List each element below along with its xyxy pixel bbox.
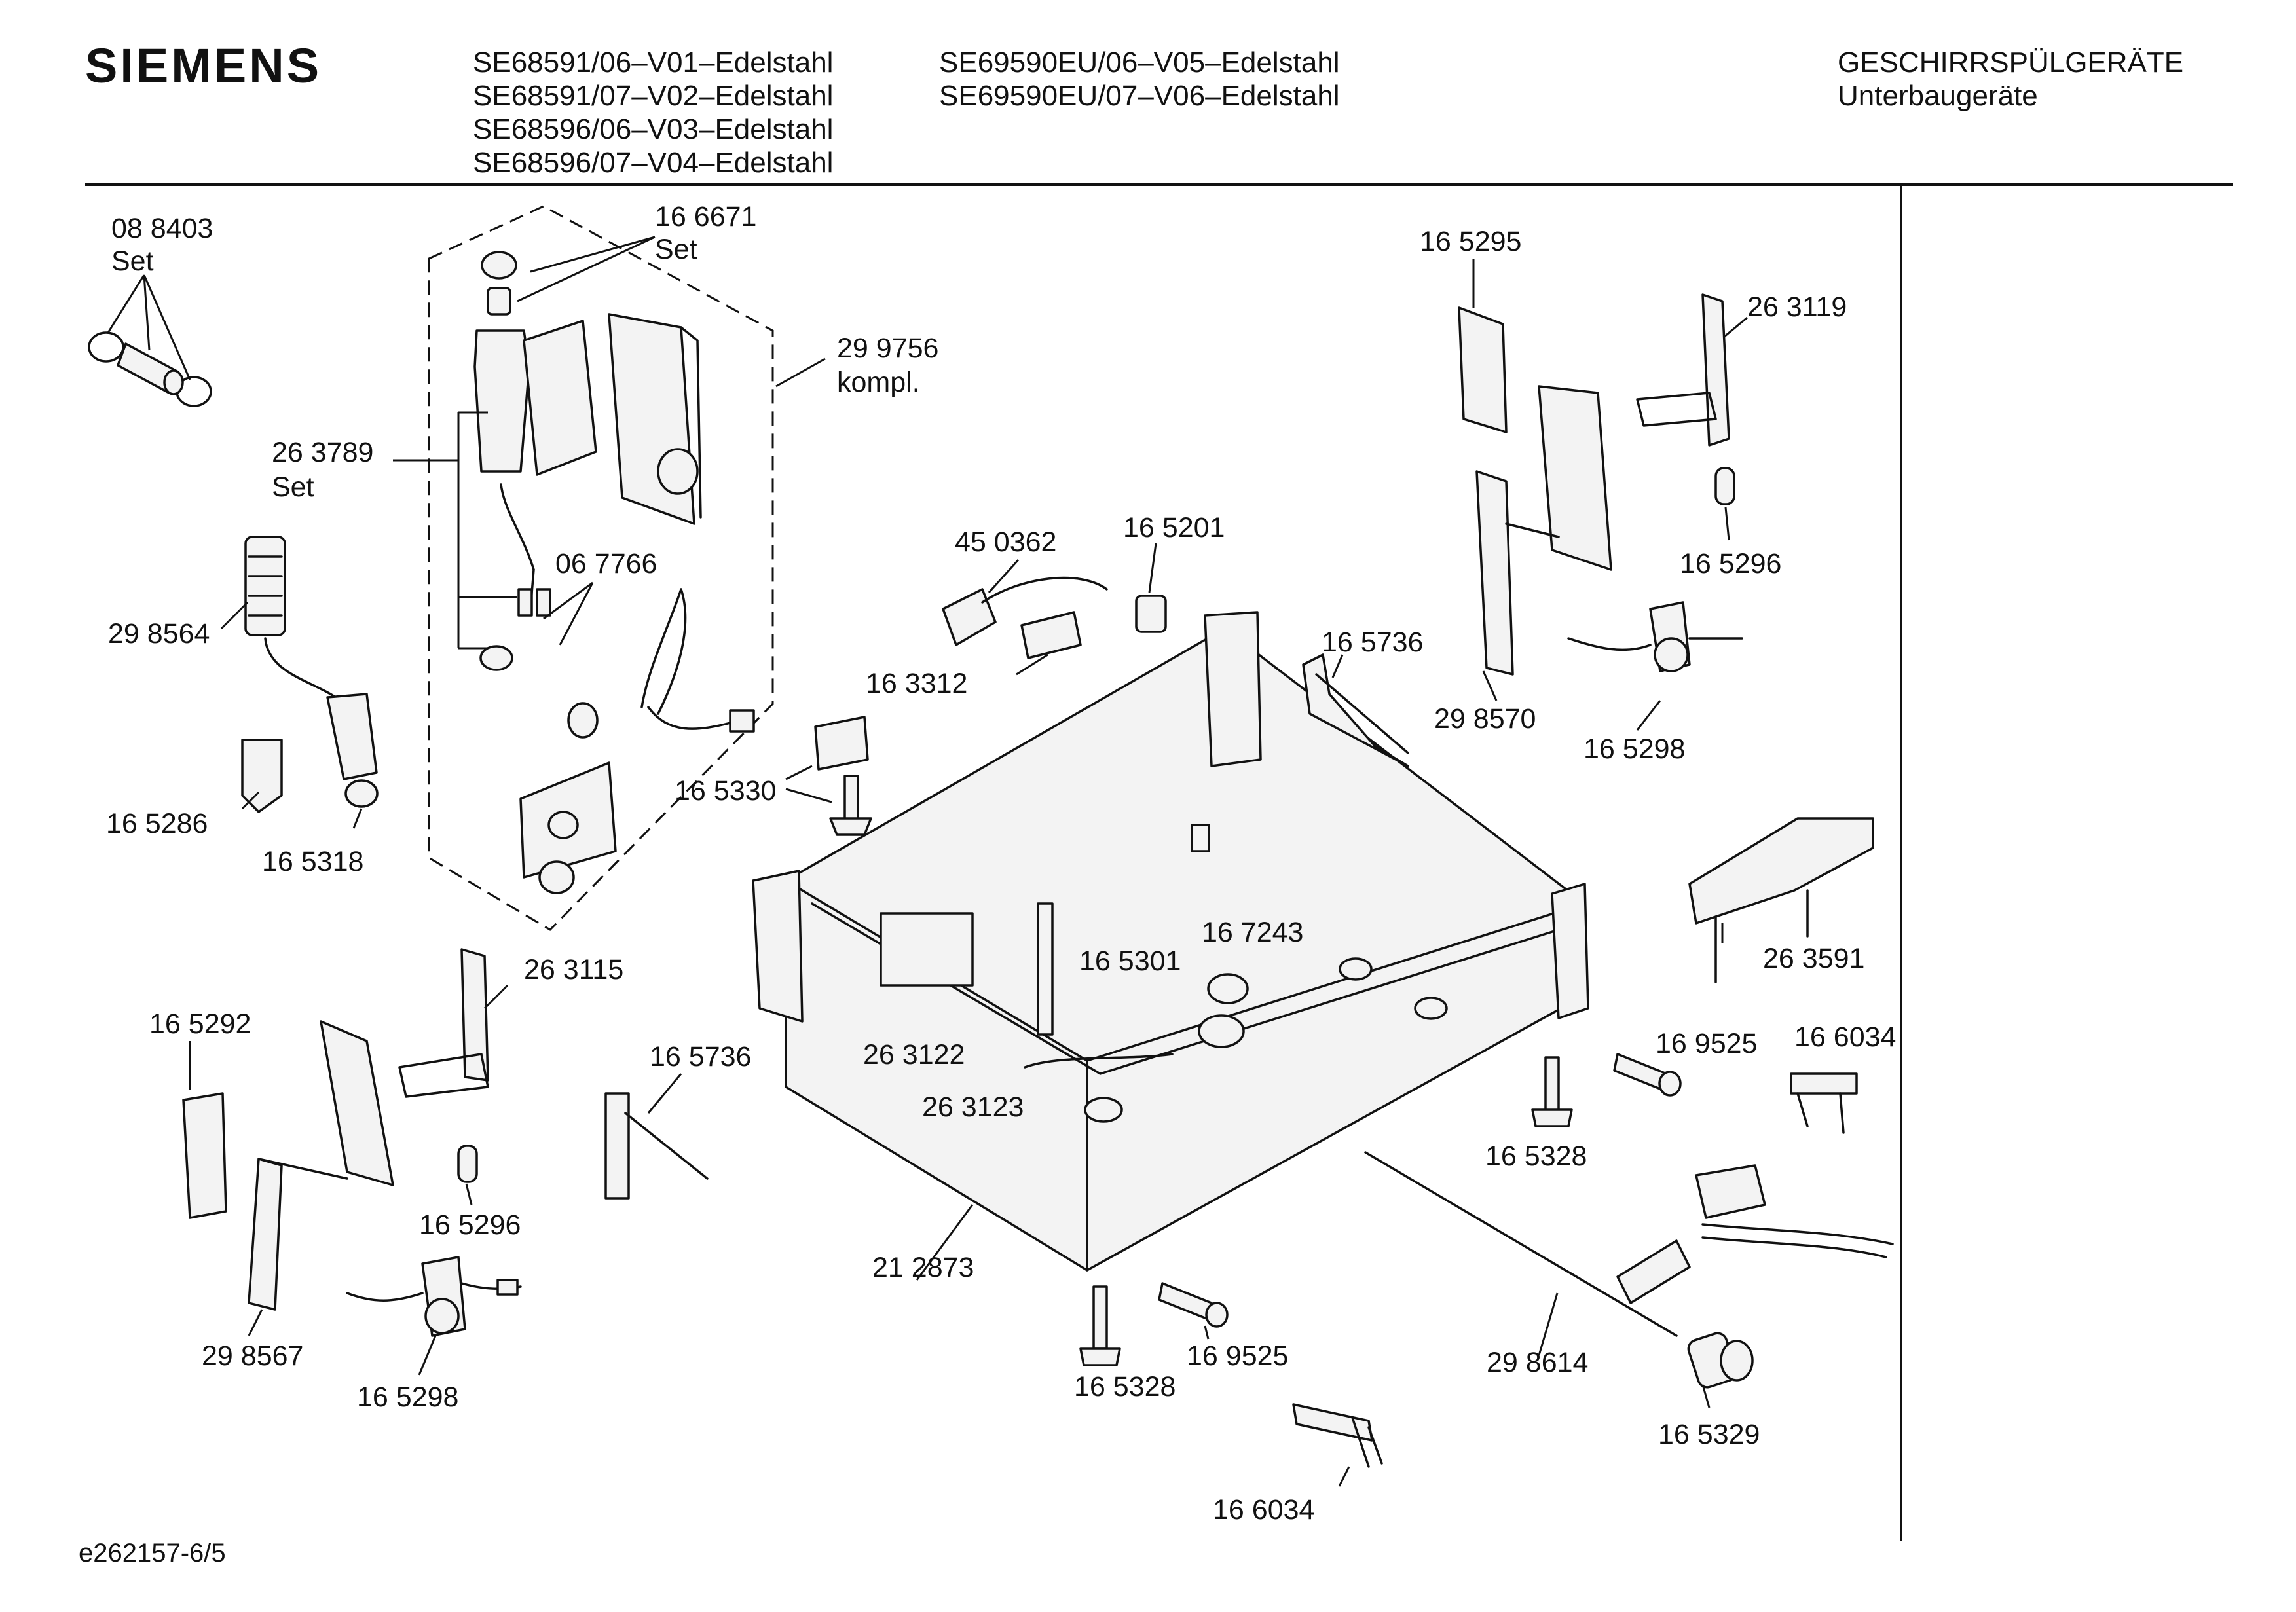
bottom-fasteners [1079, 1282, 1383, 1468]
part-label: 06 7766 [555, 548, 657, 579]
part-label: 16 7243 [1202, 917, 1303, 948]
part-label: 16 5301 [1079, 945, 1181, 977]
assembly-boundary [428, 205, 774, 931]
hose-clamp-set [88, 274, 212, 407]
part-label: 16 5328 [1074, 1371, 1176, 1402]
model-list-2: SE69590EU/06–V05–Edelstahl SE69590EU/07–… [939, 46, 1340, 113]
water-valve-assembly [473, 251, 755, 894]
part-label: 45 0362 [955, 526, 1056, 558]
brand-logo: SIEMENS [85, 39, 322, 93]
part-label: 16 9525 [1656, 1028, 1757, 1059]
header-divider [85, 183, 2233, 186]
model-line: SE68596/07–V04–Edelstahl [473, 147, 834, 179]
control-cover-parts [1531, 817, 1874, 1134]
part-label: 29 8564 [108, 618, 210, 650]
part-label: 16 5330 [675, 775, 776, 807]
part-label: Set [655, 234, 697, 265]
part-label: 16 5318 [262, 846, 363, 877]
category-block: GESCHIRRSPÜLGERÄTE Unterbaugeräte [1838, 46, 2183, 113]
model-list-1: SE68591/06–V01–Edelstahl SE68591/07–V02–… [473, 46, 833, 179]
part-label: 16 5295 [1420, 226, 1521, 257]
category-subtitle: Unterbaugeräte [1838, 80, 2038, 112]
part-label: Set [272, 471, 314, 503]
part-label: 26 3123 [922, 1091, 1024, 1123]
margin-divider [1900, 186, 1902, 1541]
part-label: 16 9525 [1187, 1340, 1288, 1372]
part-label: 26 3122 [863, 1039, 965, 1071]
part-label: 16 6671 [655, 201, 756, 232]
part-label: 16 5298 [357, 1382, 458, 1413]
sensor-parts [814, 576, 1167, 836]
document-id: e262157-6/5 [79, 1539, 226, 1567]
model-line: SE69590EU/07–V06–Edelstahl [939, 80, 1340, 112]
part-label: 16 5328 [1485, 1141, 1587, 1172]
left-bracket-parts [182, 948, 709, 1337]
part-label: 29 8614 [1487, 1347, 1588, 1378]
part-label: Set [111, 246, 154, 277]
part-label: 29 8570 [1434, 703, 1536, 735]
part-label: 16 3312 [866, 668, 967, 699]
part-label: 08 8403 [111, 213, 213, 244]
part-label: 26 3591 [1763, 943, 1864, 974]
part-label: 16 6034 [1794, 1021, 1896, 1053]
part-label: 16 5292 [149, 1008, 251, 1040]
part-label: 29 8567 [202, 1340, 303, 1372]
rod-and-cap [1364, 1151, 1894, 1389]
model-line: SE69590EU/06–V05–Edelstahl [939, 46, 1340, 79]
part-label: 16 5286 [106, 808, 208, 839]
part-label: 16 5329 [1658, 1419, 1760, 1450]
part-label: 16 6034 [1213, 1494, 1314, 1526]
part-label: 16 5736 [1322, 627, 1423, 658]
part-label: 26 3789 [272, 437, 373, 468]
base-tub [752, 611, 1589, 1272]
part-label: 16 5296 [419, 1209, 521, 1241]
model-line: SE68591/06–V01–Edelstahl [473, 46, 834, 79]
part-label: kompl. [837, 367, 920, 398]
part-label: 16 5201 [1123, 512, 1225, 543]
part-label: 29 9756 [837, 333, 938, 364]
part-label: 16 5298 [1583, 733, 1685, 765]
part-label: 21 2873 [872, 1252, 974, 1283]
part-label: 26 3119 [1747, 291, 1847, 323]
part-label: 16 5296 [1680, 548, 1781, 579]
model-line: SE68596/06–V03–Edelstahl [473, 113, 834, 145]
part-label: 26 3115 [524, 954, 623, 985]
part-label: 16 5736 [650, 1041, 751, 1072]
model-line: SE68591/07–V02–Edelstahl [473, 80, 834, 112]
right-bracket-parts [1302, 293, 1743, 767]
drain-hose-parts [241, 536, 379, 813]
category-title: GESCHIRRSPÜLGERÄTE [1838, 46, 2184, 79]
part-labels: 08 8403 Set 16 6671 Set 29 9756 kompl. 2… [106, 201, 1896, 1526]
